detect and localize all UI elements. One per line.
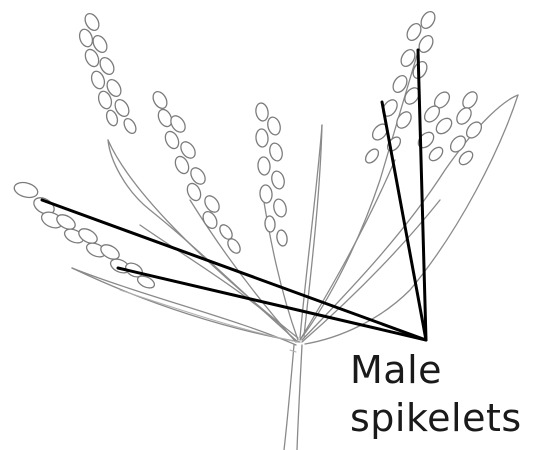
spikelet-cluster-mid-left: [150, 89, 242, 255]
spikelet-cluster-right: [415, 89, 484, 167]
leader-line-1: [42, 200, 426, 340]
label-line-2: spikelets: [350, 394, 530, 442]
male-spikelets-label: Male spikelets: [350, 346, 530, 442]
leader-line-2: [118, 268, 426, 340]
main-stem: [284, 345, 302, 450]
spikelet-cluster-top-left: [77, 11, 138, 135]
label-line-1: Male: [350, 346, 530, 394]
spikelet-cluster-center: [255, 102, 289, 247]
leaf-blades: [72, 45, 518, 345]
